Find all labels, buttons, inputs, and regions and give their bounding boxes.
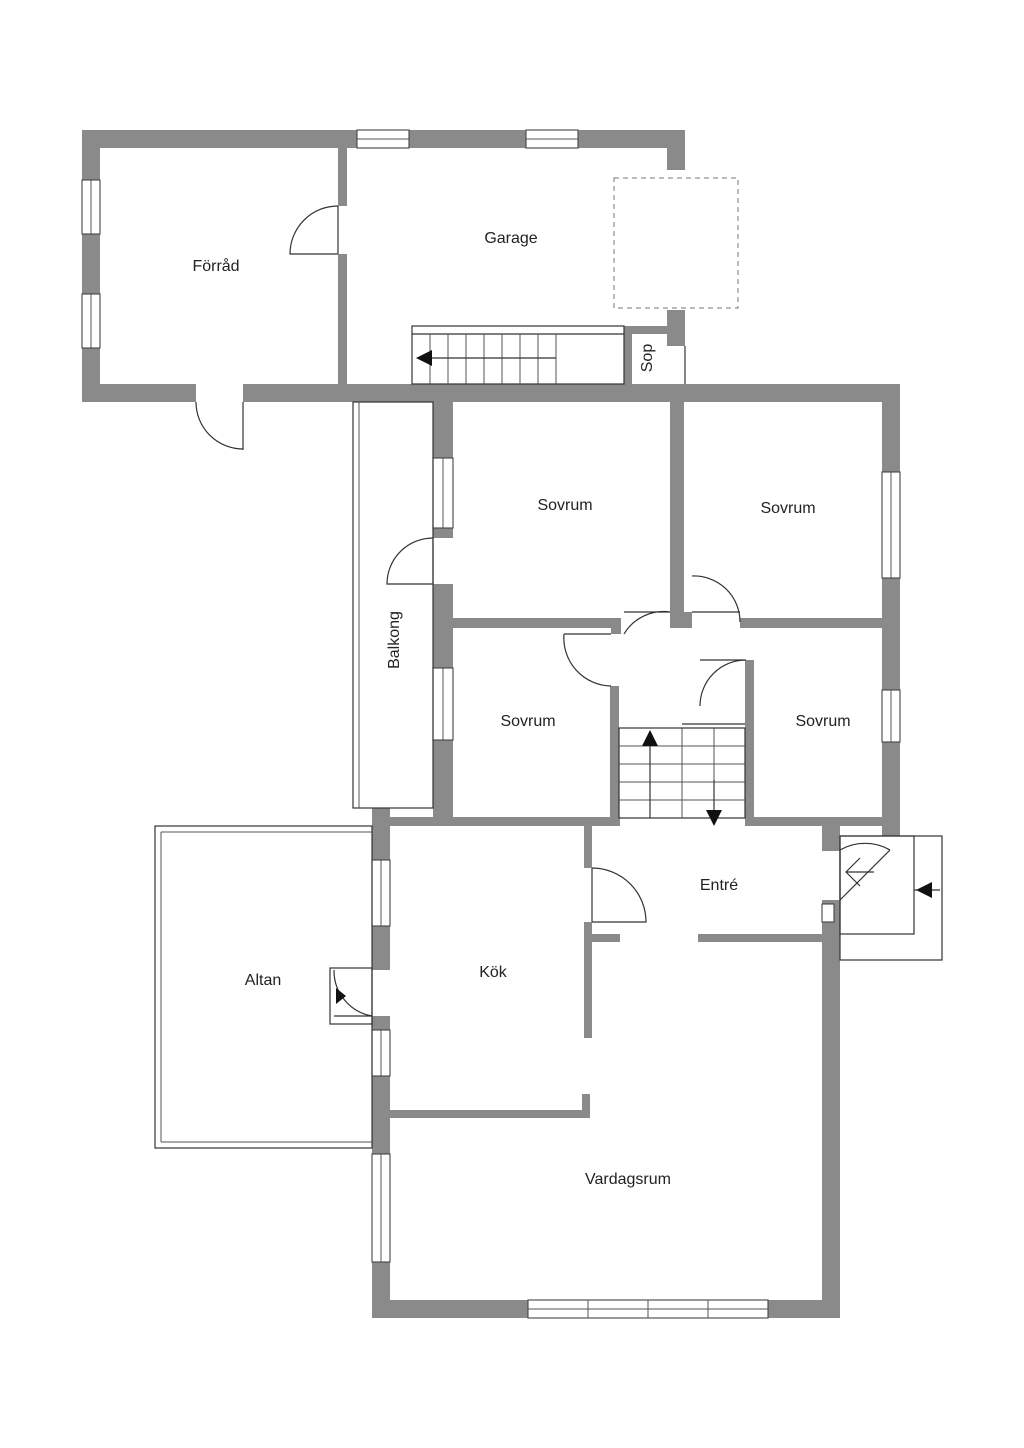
label-sovrum-3: Sovrum (500, 713, 555, 730)
wall-forrad-garage-divider-bottom (338, 254, 347, 384)
garage-door-outline (613, 177, 739, 309)
stairs-hall (618, 723, 746, 826)
wall-bedroom-left-mid2 (433, 584, 453, 668)
wall-bedroom-left-low (433, 740, 453, 826)
label-sovrum-4: Sovrum (795, 713, 850, 730)
wall-bottom-forrad-right (243, 384, 900, 402)
wall-bedroom-mid-left (453, 618, 611, 628)
door-forrad-garage (289, 205, 339, 255)
wall-sovrum3-right (610, 686, 619, 826)
label-vardagsrum: Vardagsrum (585, 1171, 671, 1188)
wall-left-outer-forrad (82, 130, 100, 402)
wall-bedroom-center-stub (670, 612, 692, 628)
wall-entre-vardagsrum (698, 934, 822, 942)
label-forrad: Förråd (192, 257, 239, 275)
wall-forrad-garage-divider-top (338, 148, 347, 206)
wall-bedroom-left-mid (433, 528, 453, 538)
door-kok (591, 867, 647, 923)
entry-arrow-left-icon (916, 882, 932, 898)
wall-bedroom-left (433, 402, 453, 458)
door-balkong (386, 537, 434, 585)
door-sovrum3 (563, 633, 612, 687)
stairs-garage (411, 325, 625, 385)
wall-bottom-forrad (82, 384, 196, 402)
wall-bedroom-mid-left-stub (611, 618, 621, 634)
wall-lower-left-low (372, 1076, 390, 1154)
label-sovrum-2: Sovrum (760, 500, 815, 517)
wall-bedroom-right (882, 384, 900, 472)
wall-kok-vardagsrum-stub (582, 1094, 590, 1118)
door-forrad-exterior (195, 401, 244, 450)
wall-kok-entre-stub (592, 934, 620, 942)
altan-outline (154, 825, 373, 1149)
door-sovrum4 (699, 659, 747, 707)
wall-bedroom-bottom-left (372, 817, 620, 826)
wall-sop-left (624, 326, 632, 384)
wall-kok-entre-top (584, 826, 592, 868)
stair-arrow-left-icon (416, 350, 432, 366)
balkong-outline (352, 401, 434, 809)
entry-porch (839, 835, 943, 961)
label-kok: Kök (479, 964, 508, 981)
wall-sop-top (624, 326, 685, 334)
door-sovrum2 (691, 575, 741, 623)
wall-kok-vardagsrum (390, 1110, 590, 1118)
label-sop: Sop (639, 344, 656, 373)
windows (81, 129, 901, 1319)
label-balkong: Balkong (386, 611, 403, 669)
wall-lower-bottom-left (372, 1300, 528, 1318)
label-altan: Altan (245, 972, 281, 989)
wall-lower-right (822, 922, 840, 1318)
door-sovrum1 (623, 610, 671, 635)
wall-bedroom-right-mid (882, 578, 900, 690)
stair-arrow-down-icon (706, 810, 722, 826)
wall-entry-right-top (822, 817, 840, 851)
walls (82, 130, 900, 1318)
wall-kok-entre-mid (584, 922, 592, 1038)
wall-bedroom-mid-right (740, 618, 882, 628)
room-labels: Förråd Garage Sop Sovrum Sovrum Sovrum S… (192, 230, 850, 1188)
doors (195, 205, 891, 1025)
wall-garage-right-top (667, 130, 685, 170)
wall-bedroom-center-divider (670, 402, 684, 612)
label-garage: Garage (484, 230, 537, 247)
door-altan (333, 969, 373, 1017)
wall-bedroom-right-low (882, 742, 900, 836)
wall-lower-left-mid (372, 926, 390, 970)
wall-lower-left-top (372, 808, 390, 860)
window-entry-small (821, 903, 835, 923)
altan-arrow-icon (336, 988, 346, 1004)
wall-sovrum4-left (745, 660, 754, 826)
label-sovrum-1: Sovrum (537, 497, 592, 514)
wall-lower-left-mid2 (372, 1016, 390, 1030)
stair-arrow-up-icon (642, 730, 658, 746)
label-entre: Entré (700, 877, 738, 894)
